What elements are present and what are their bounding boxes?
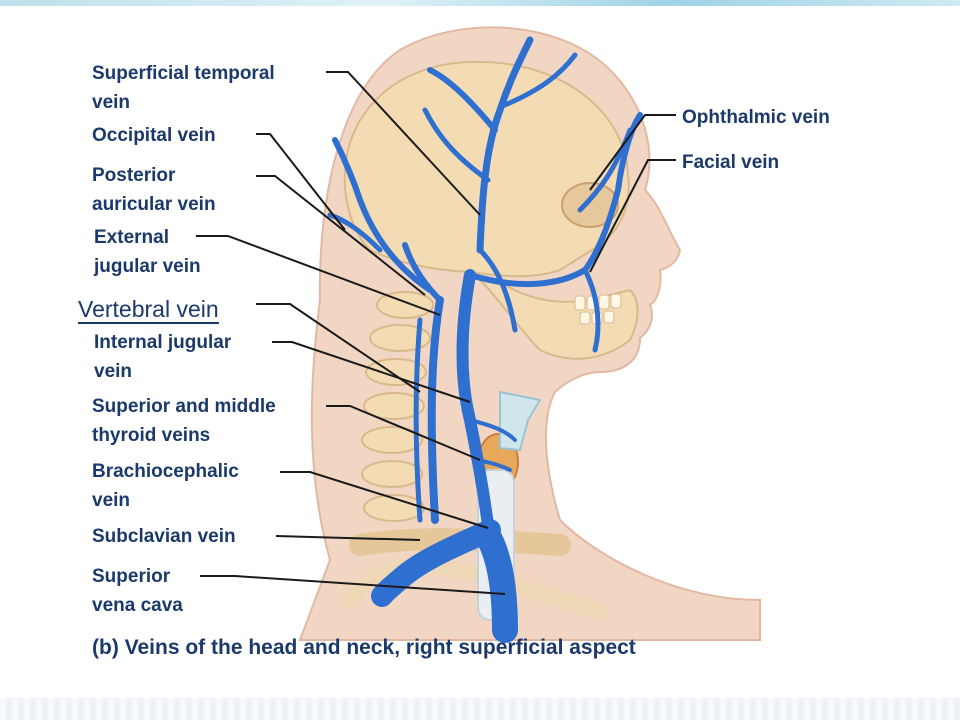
label-superficial-temporal-vein: Superficial temporal vein (92, 63, 275, 113)
label-thyroid-veins: Superior and middle thyroid veins (92, 396, 276, 446)
label-occipital-vein: Occipital vein (92, 125, 216, 146)
leader-subclavian (275, 535, 421, 541)
leader-brachiocephalic (280, 471, 489, 529)
leader-facial (589, 159, 676, 273)
label-superior-vena-cava: Superior vena cava (92, 566, 183, 616)
leader-occipital (256, 133, 346, 231)
leader-posterior-auricular (256, 175, 426, 296)
label-external-jugular-vein: External jugular vein (94, 227, 201, 277)
leader-superficial-temporal (326, 71, 481, 216)
label-posterior-auricular-vein: Posterior auricular vein (92, 165, 216, 215)
top-decorative-bar (0, 0, 960, 6)
figure-caption: (b) Veins of the head and neck, right su… (92, 636, 636, 659)
label-ophthalmic-vein: Ophthalmic vein (682, 107, 830, 128)
cervical-spine (361, 291, 434, 522)
leader-vertebral (256, 303, 421, 393)
leader-ophthalmic (589, 114, 676, 191)
leader-svc (200, 575, 506, 595)
label-internal-jugular-vein: Internal jugular vein (94, 332, 232, 382)
bottom-decorative-band (0, 698, 960, 720)
veins (327, 36, 643, 643)
leader-lines (196, 71, 676, 595)
label-brachiocephalic-vein: Brachiocephalic vein (92, 461, 239, 511)
label-subclavian-vein: Subclavian vein (92, 526, 236, 547)
teeth (574, 293, 622, 325)
eye-orbit (561, 182, 619, 228)
leader-thyroid (326, 405, 481, 461)
leader-external-jugular (196, 235, 441, 316)
label-vertebral-vein: Vertebral vein (78, 296, 219, 324)
label-facial-vein: Facial vein (682, 152, 780, 173)
leader-internal-jugular (272, 341, 471, 403)
